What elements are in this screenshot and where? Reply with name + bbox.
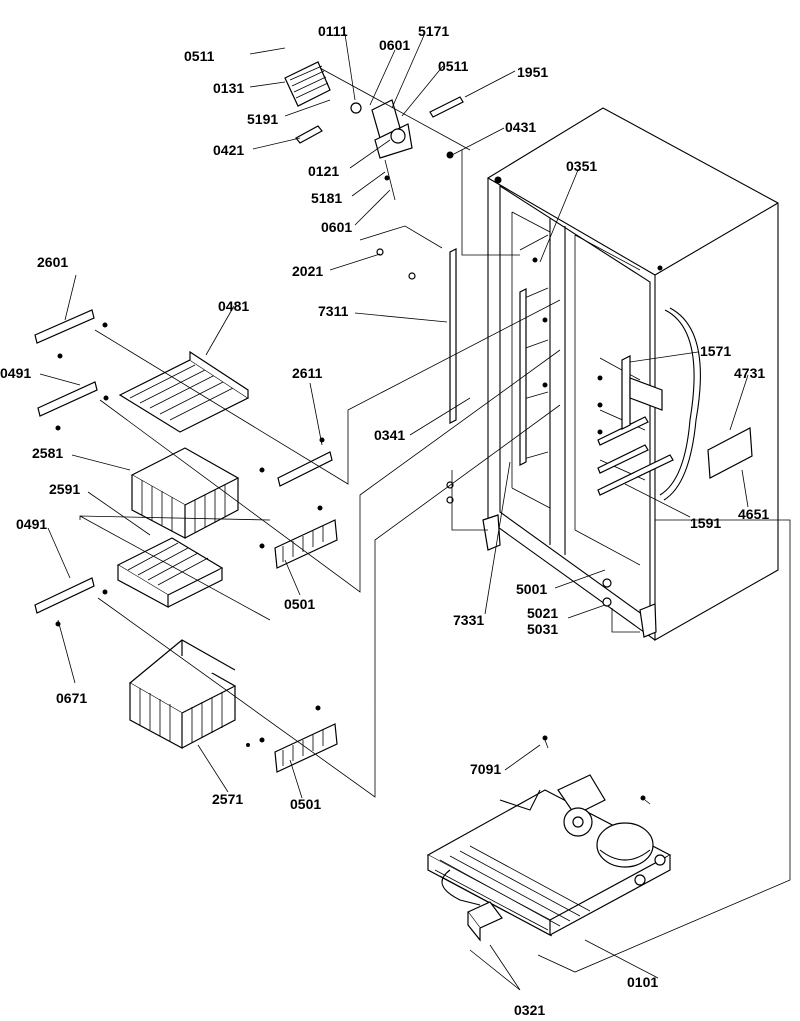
- callout-0671: 0671: [56, 690, 87, 706]
- callout-0491-lower: 0491: [16, 516, 47, 532]
- callout-5021: 5021: [527, 605, 558, 621]
- freezer-shelves-baskets: [34, 309, 338, 773]
- callout-4731: 4731: [734, 365, 765, 381]
- cabinet-assembly: [446, 107, 779, 641]
- callout-0481: 0481: [218, 298, 249, 314]
- callout-labels: 0511 0111 0601 5171 0511 1951 0131 5191 …: [0, 23, 769, 1018]
- callout-7331: 7331: [453, 612, 484, 628]
- callout-0321: 0321: [514, 1002, 545, 1018]
- callout-2601: 2601: [37, 254, 68, 270]
- callout-0341: 0341: [374, 427, 405, 443]
- callout-7311: 7311: [318, 303, 349, 319]
- callout-0421: 0421: [213, 142, 244, 158]
- callout-0111: 0111: [318, 23, 348, 39]
- callout-0351: 0351: [566, 158, 597, 174]
- callout-5191: 5191: [247, 111, 278, 127]
- machine-compartment-assembly: [426, 519, 791, 973]
- callout-0121: 0121: [308, 163, 339, 179]
- callout-0431: 0431: [505, 119, 536, 135]
- callout-5171: 5171: [418, 23, 449, 39]
- callout-2581: 2581: [32, 445, 63, 461]
- callout-2611: 2611: [292, 365, 323, 381]
- callout-0601-bottom: 0601: [321, 219, 352, 235]
- callout-2021: 2021: [292, 263, 323, 279]
- callout-4651: 4651: [738, 506, 769, 522]
- callout-0601-top: 0601: [379, 37, 410, 53]
- callout-0491-top: 0491: [0, 365, 31, 381]
- callout-1591: 1591: [690, 515, 721, 531]
- callout-5181: 5181: [311, 190, 342, 206]
- callout-5031: 5031: [527, 621, 558, 637]
- callout-0511-top: 0511: [184, 48, 215, 64]
- callout-2591: 2591: [49, 481, 80, 497]
- fan-motor-assembly: [284, 61, 520, 280]
- callout-0101: 0101: [627, 974, 658, 990]
- callout-0501-top: 0501: [284, 596, 315, 612]
- leader-lines: [39, 32, 749, 991]
- callout-1571: 1571: [700, 343, 731, 359]
- callout-0501-lower: 0501: [290, 796, 321, 812]
- callout-0511-right: 0511: [438, 58, 469, 74]
- callout-5001: 5001: [516, 581, 547, 597]
- callout-0131: 0131: [213, 80, 244, 96]
- guide-lines: [79, 299, 640, 798]
- callout-1951: 1951: [517, 64, 548, 80]
- callout-7091: 7091: [470, 761, 501, 777]
- callout-2571: 2571: [212, 791, 243, 807]
